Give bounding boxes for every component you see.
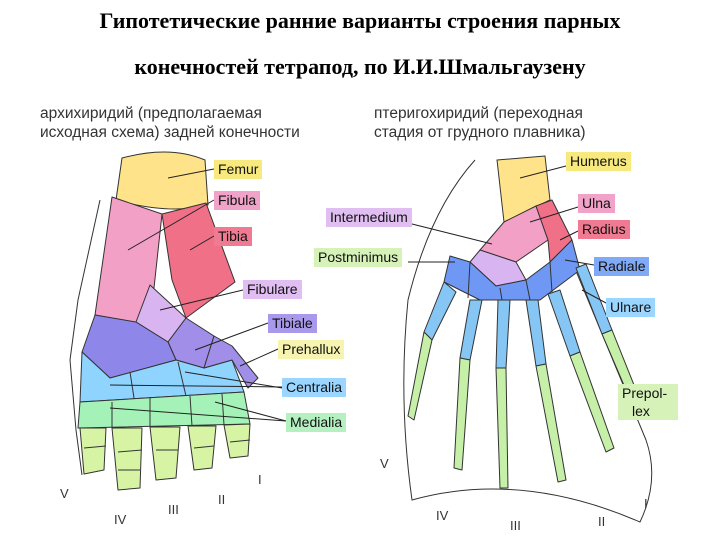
label-tibiale: Tibiale — [268, 314, 317, 333]
page-title-line2: конечностей тетрапод, по И.И.Шмальгаузен… — [134, 54, 586, 79]
right-caption: птеригохиридий (переходная стадия от гру… — [374, 104, 586, 142]
prehallux-bone — [203, 335, 259, 389]
label-prepollex: Prepol- lex — [618, 384, 678, 420]
fin-rays — [423, 263, 613, 369]
label-ulna: Ulna — [578, 194, 615, 213]
pterygochiridium-drawing — [403, 155, 653, 523]
label-radius: Radius — [578, 220, 630, 239]
label-postminimus: Postminimus — [314, 248, 403, 267]
label-intermedium: Intermedium — [326, 208, 412, 227]
left-leader-lines — [109, 168, 287, 422]
left-digit-i: I — [258, 472, 262, 487]
label-prepollex-line2: lex — [632, 403, 650, 419]
left-digit-ii: II — [218, 492, 226, 507]
label-tibia: Tibia — [214, 227, 252, 246]
ulna-bone — [479, 205, 549, 263]
right-digit-iii: III — [510, 518, 521, 533]
left-digit-iv: IV — [114, 512, 127, 527]
label-prehallux: Prehallux — [278, 340, 345, 359]
archichiridium-drawing — [69, 151, 259, 491]
right-digit-ii: II — [598, 514, 606, 529]
digits-left — [79, 423, 251, 491]
left-caption-line2: исходная схема) задней конечности — [40, 124, 300, 141]
label-prepollex-line1: Prepol- — [622, 385, 668, 401]
label-femur: Femur — [214, 160, 263, 179]
label-ulnare: Ulnare — [606, 298, 656, 317]
right-caption-line1: птеригохиридий (переходная — [374, 105, 583, 122]
label-humerus: Humerus — [566, 152, 631, 171]
right-digit-v: V — [380, 456, 389, 471]
left-digit-v: V — [60, 486, 69, 501]
page-title-line1: Гипотетические ранние варианты строения … — [99, 8, 621, 33]
right-leader-lines — [395, 165, 629, 395]
label-fibula: Fibula — [214, 191, 261, 210]
left-caption-line1: архихиридий (предполагаемая — [40, 105, 262, 122]
right-digit-iv: IV — [436, 508, 449, 523]
tibia-bone — [161, 202, 236, 319]
right-caption-line2: стадия от грудного плавника) — [374, 124, 586, 141]
femur-bone — [115, 151, 209, 210]
right-digit-i: I — [644, 496, 648, 511]
label-radiale: Radiale — [594, 257, 650, 276]
left-caption: архихиридий (предполагаемая исходная схе… — [40, 104, 300, 142]
label-medialia: Medialia — [286, 413, 347, 432]
phalanges — [407, 329, 641, 489]
left-digit-iii: III — [168, 502, 179, 517]
fin-outline — [403, 159, 653, 523]
label-fibulare: Fibulare — [243, 280, 302, 299]
label-centralia: Centralia — [282, 378, 347, 397]
